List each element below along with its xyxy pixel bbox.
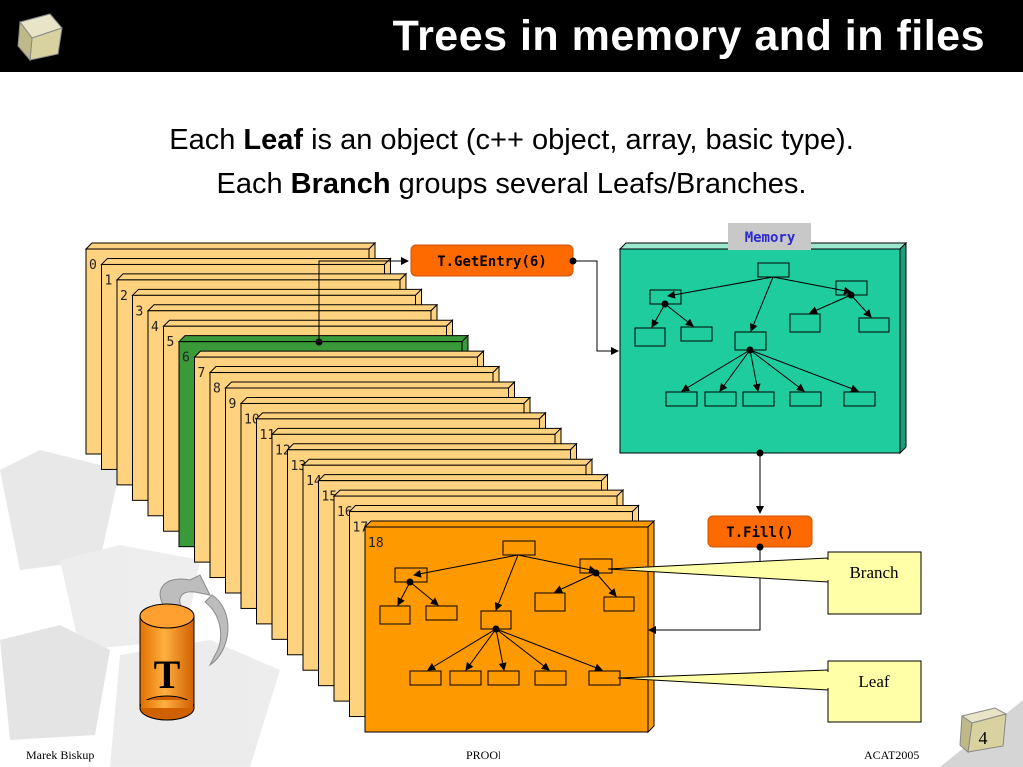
memory-box (618, 241, 908, 455)
intro-line-leaf: Each Leaf is an object (c++ object, arra… (0, 118, 1023, 162)
footer-event: ACAT2005 (864, 748, 920, 762)
entry-card-label: 7 (198, 366, 206, 381)
intro-text: Each Leaf is an object (c++ object, arra… (0, 118, 1023, 206)
entry-card-label: 9 (229, 397, 237, 412)
page-number-cube: 4 (959, 707, 1008, 753)
entry-card-label: 8 (213, 382, 221, 397)
get-entry-box: T.GetEntry(6) (410, 244, 574, 277)
entry-card-label: 5 (167, 335, 175, 350)
leaf-callout: Leaf (617, 660, 922, 723)
intro-line2-pre: Each (216, 168, 291, 200)
title-bar: Trees in memory and in files (0, 0, 1023, 72)
leaf-callout-label: Leaf (858, 672, 889, 691)
footer-author: Marek Biskup (26, 748, 95, 762)
branch-keyword: Branch (290, 168, 391, 200)
memory-label: Memory (745, 230, 796, 246)
slide-title: Trees in memory and in files (392, 12, 985, 60)
entry-card-label: 15 (322, 490, 338, 505)
cube-logo-icon (17, 13, 63, 62)
entry-card-label: 1 (105, 273, 113, 288)
tree-symbol-label: T (154, 652, 181, 697)
front-entry-tree (379, 540, 635, 686)
entry-card-label: 12 (275, 443, 291, 458)
branch-callout-label: Branch (849, 563, 899, 582)
entry-card-label: 18 (368, 536, 384, 551)
intro-line-branch: Each Branch groups several Leafs/Branche… (0, 162, 1023, 206)
tree-cylinder-icon: T (139, 574, 229, 721)
entry-card-label: 16 (337, 505, 353, 520)
entry-card-label: 11 (260, 428, 276, 443)
memory-tag: Memory (728, 223, 811, 250)
entry-card-label: 3 (136, 304, 144, 319)
fill-box: T.Fill() (707, 515, 813, 548)
entry-card-label: 2 (120, 289, 128, 304)
branch-callout: Branch (607, 551, 922, 615)
entry-card-label: 13 (291, 459, 307, 474)
page-number: 4 (979, 728, 988, 748)
entry-card-label: 4 (151, 320, 159, 335)
intro-line2-post: groups several Leafs/Branches. (390, 168, 807, 200)
entry-card-label: 17 (353, 521, 369, 536)
entry-card-label: 14 (306, 474, 322, 489)
entry-card-label: 10 (244, 412, 260, 427)
fill-label: T.Fill() (726, 525, 793, 541)
leaf-keyword: Leaf (243, 124, 304, 156)
intro-line1-pre: Each (169, 124, 244, 156)
entry-card-label: 0 (89, 258, 97, 273)
intro-line1-post: is an object (c++ object, array, basic t… (303, 124, 854, 156)
get-entry-label: T.GetEntry(6) (437, 254, 547, 270)
entry-card-label: 6 (182, 351, 190, 366)
footer-center: PROOF (466, 748, 500, 762)
